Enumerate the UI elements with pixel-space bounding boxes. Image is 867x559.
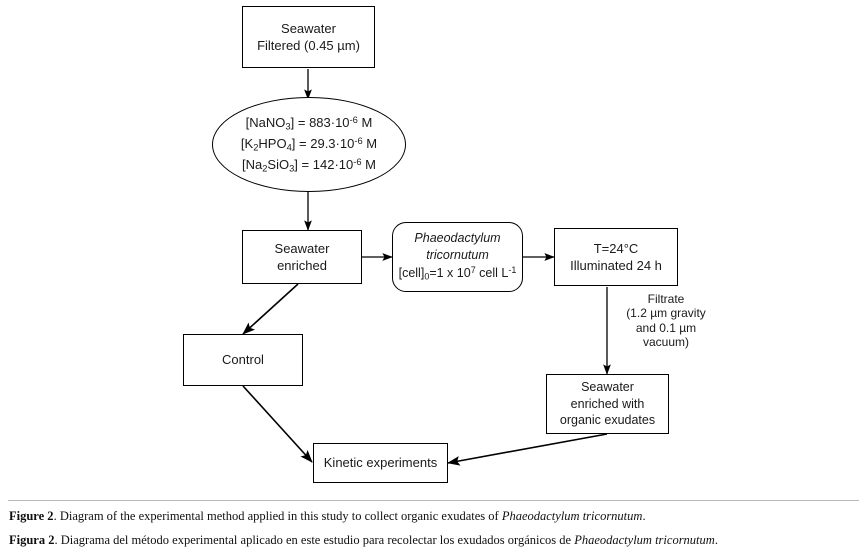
annotation-filtrate-line-3: and 0.1 µm [635,320,697,335]
node-seawater-enriched: Seawater enriched [242,230,362,284]
caption-spanish-end: . [714,533,718,547]
nutrient-row-na2sio3: [Na2SiO3] = 142·10-6 M [242,155,376,176]
node-exudates-line-3: organic exudates [559,413,656,428]
annotation-filtrate-line-1: Filtrate [647,292,685,306]
node-nutrient-concentrations: [NaNO3] = 883·10-6 M [K2HPO4] = 29.3·10-… [212,97,406,192]
caption-spanish-species: Phaeodactylum tricornutum [574,533,715,547]
culture-species-line-2: tricornutum [426,247,489,262]
node-control: Control [183,334,303,386]
figure-caption-block: Figure 2. Diagram of the experimental me… [0,500,867,559]
arrow-enriched-to-control [242,283,299,335]
caption-english: Figure 2. Diagram of the experimental me… [9,509,861,524]
node-control-label: Control [222,352,264,368]
caption-english-body: . Diagram of the experimental method app… [53,509,502,523]
caption-english-lead: Figure 2 [9,509,54,523]
culture-species-line-1: Phaeodactylum [414,231,501,246]
caption-spanish: Figura 2. Diagrama del método experiment… [9,533,861,548]
nutrient-row-k2hpo4: [K2HPO4] = 29.3·10-6 M [241,134,377,155]
nutrient-value-nano3: 883·10-6 [309,114,358,131]
nutrient-equals-nano3: = [297,115,310,131]
nutrient-unit-k2hpo4: M [366,136,378,152]
node-seawater-filtered-line-2: Filtered (0.45 µm) [257,38,360,53]
node-incubation-line-1: T=24°C [593,240,639,256]
node-seawater-filtered: Seawater Filtered (0.45 µm) [242,6,375,68]
nutrient-row-nano3: [NaNO3] = 883·10-6 M [246,113,373,134]
node-seawater-enriched-line-1: Seawater [274,240,330,256]
nutrient-formula-k2hpo4: [K2HPO4] [240,136,296,153]
annotation-filtrate-line-4: vacuum) [642,335,689,350]
node-seawater-with-exudates: Seawater enriched with organic exudates [546,374,669,434]
caption-english-end: . [642,509,646,523]
nutrient-formula-nano3: [NaNO3] [245,115,295,132]
node-incubation-conditions: T=24°C Illuminated 24 h [554,228,678,286]
nutrient-unit-nano3: M [361,115,373,131]
nutrient-equals-k2hpo4: = [299,136,311,152]
arrow-exudates-to-kinetic [447,433,608,466]
node-kinetic-experiments: Kinetic experiments [313,443,448,483]
culture-cell-concentration: [cell]0=1 x 107 cell L-1 [398,265,517,282]
caption-english-species: Phaeodactylum tricornutum [501,509,643,523]
nutrient-equals-na2sio3: = [301,157,313,173]
caption-spanish-body: . Diagrama del método experimental aplic… [54,533,575,547]
annotation-filtrate-line-2: (1.2 µm gravity [626,306,706,321]
node-culture-inoculum: Phaeodactylum tricornutum [cell]0=1 x 10… [392,222,523,292]
node-seawater-enriched-line-2: enriched [277,258,327,273]
nutrient-value-na2sio3: 142·10-6 [312,157,362,173]
node-kinetic-label: Kinetic experiments [323,455,438,471]
nutrient-formula-na2sio3: [Na2SiO3] [241,157,298,174]
flowchart-diagram: Seawater Filtered (0.45 µm) [NaNO3] = 88… [183,6,720,483]
annotation-filtrate: Filtrate (1.2 µm gravity and 0.1 µm vacu… [612,292,720,350]
nutrient-unit-na2sio3: M [365,157,377,173]
node-exudates-line-1: Seawater [581,380,634,395]
caption-spanish-lead: Figura 2 [9,533,55,547]
nutrient-value-k2hpo4: 29.3·10-6 [310,135,363,152]
node-seawater-filtered-line-1: Seawater [281,20,336,36]
arrow-control-to-kinetic [242,385,313,463]
node-exudates-line-2: enriched with [570,396,645,411]
node-incubation-line-2: Illuminated 24 h [570,258,662,273]
flowchart-connectors [242,69,611,466]
caption-divider [8,500,859,501]
